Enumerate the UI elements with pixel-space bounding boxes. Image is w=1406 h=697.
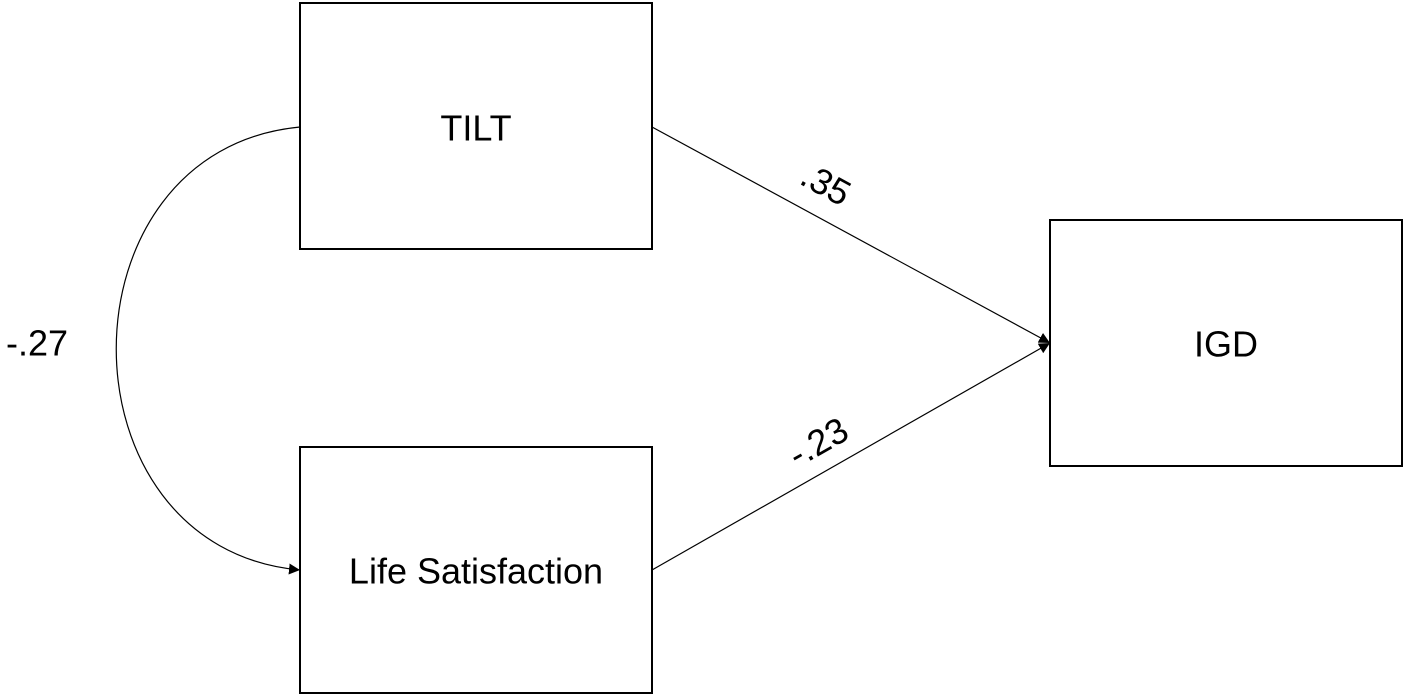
node-tilt: TILT bbox=[299, 2, 653, 250]
node-igd: IGD bbox=[1049, 219, 1403, 467]
node-life-satisfaction-label: Life Satisfaction bbox=[349, 551, 603, 592]
correlation-arc-tilt-life-satisfaction bbox=[115, 120, 312, 575]
node-igd-label: IGD bbox=[1194, 324, 1258, 365]
node-igd-box bbox=[1049, 219, 1403, 467]
node-tilt-box bbox=[299, 2, 653, 250]
node-life-satisfaction-box bbox=[299, 446, 653, 694]
path-arrow-life-satisfaction-to-igd bbox=[651, 342, 1051, 571]
path-arrow-tilt-to-igd bbox=[651, 126, 1051, 344]
coefficient-label-life-satisfaction-to-igd: -.23 bbox=[781, 409, 855, 475]
node-tilt-label: TILT bbox=[440, 108, 511, 149]
coefficient-label-tilt-to-igd: .35 bbox=[794, 154, 858, 214]
coefficient-label-correlation: -.27 bbox=[6, 323, 68, 364]
node-life-satisfaction: Life Satisfaction bbox=[299, 446, 653, 694]
